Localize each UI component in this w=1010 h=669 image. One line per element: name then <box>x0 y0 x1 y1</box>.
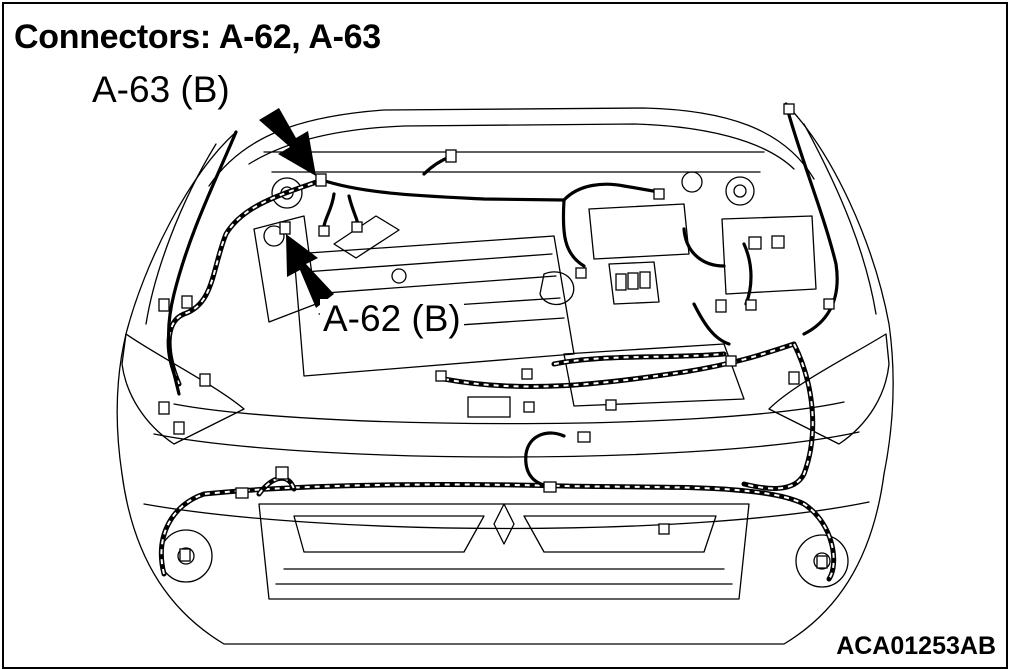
figure-code: ACA01253AB <box>834 632 998 661</box>
connectors <box>158 103 835 569</box>
arrow-a63 <box>259 108 316 176</box>
body-outline <box>116 103 894 475</box>
callout-arrows <box>259 108 334 308</box>
wires <box>166 102 839 488</box>
diagram-title: Connectors: A-62, A-63 <box>14 18 381 56</box>
callout-label-a63: A-63 (B) <box>92 69 230 110</box>
engine-bay-illustration <box>116 102 894 645</box>
engine <box>253 171 755 377</box>
front-bumper <box>121 333 890 645</box>
battery-and-relay-box <box>467 203 817 418</box>
arrow-a62 <box>286 234 334 308</box>
callout-label-a62: A-62 (B) <box>320 298 464 340</box>
